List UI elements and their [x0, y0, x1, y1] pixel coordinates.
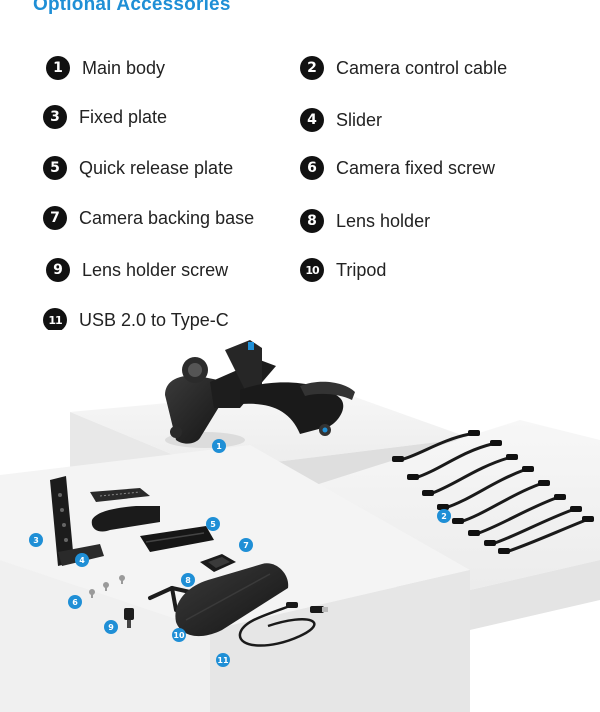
usb-cable [238, 602, 328, 647]
number-badge: 4 [300, 108, 324, 132]
tripod [175, 563, 289, 637]
list-item: 1 Main body [46, 54, 165, 82]
lens-holder-screw [124, 608, 134, 628]
number-badge: 8 [300, 209, 324, 233]
list-item: 4 Slider [300, 106, 382, 134]
camera-control-cables [398, 432, 588, 554]
callout-badge: 9 [104, 620, 118, 634]
item-label: Camera backing base [79, 207, 255, 228]
item-label: Lens holder screw [82, 259, 229, 280]
accessory-list: 1 Main body 2 Camera control cable 3 Fix… [0, 0, 600, 340]
product-illustration [0, 330, 600, 712]
cable-connectors [392, 430, 594, 554]
number-badge: 11 [43, 308, 67, 332]
camera-fixed-screws [89, 575, 125, 598]
item-label: Camera fixed screw [336, 157, 496, 178]
number-badge: 2 [300, 56, 324, 80]
item-label: Quick release plate [79, 157, 234, 178]
gimbal-main-body [165, 340, 355, 448]
lens-holder [148, 586, 192, 612]
number-badge: 1 [46, 56, 70, 80]
parts-pedestal-front [210, 570, 470, 712]
item-label: Fixed plate [79, 106, 168, 127]
number-badge: 9 [46, 258, 70, 282]
callout-badge: 7 [239, 538, 253, 552]
item-label: Tripod [336, 259, 387, 280]
list-item: 7 Camera backing base [43, 204, 254, 232]
camera-backing-base [200, 554, 236, 572]
slider [91, 506, 160, 532]
callout-badge: 8 [181, 573, 195, 587]
product-photo: 1 2 3 4 5 6 7 8 9 10 11 [0, 330, 600, 712]
list-item: 9 Lens holder screw [46, 256, 228, 284]
slider-bar [90, 488, 150, 502]
number-badge: 3 [43, 105, 67, 129]
list-item: 5 Quick release plate [43, 154, 233, 182]
item-label: USB 2.0 to Type-C [79, 309, 229, 330]
quick-release-plate [140, 526, 214, 552]
callout-badge: 2 [437, 509, 451, 523]
item-label: Main body [82, 57, 166, 78]
callout-badge: 10 [172, 628, 186, 642]
list-item: 8 Lens holder [300, 207, 430, 235]
callout-badge: 3 [29, 533, 43, 547]
cable-pedestal-side [470, 560, 600, 630]
parts-pedestal-side [0, 560, 210, 712]
list-item: 2 Camera control cable [300, 54, 507, 82]
list-item: 10 Tripod [300, 256, 386, 284]
list-item: 3 Fixed plate [43, 103, 167, 131]
callout-badge: 1 [212, 439, 226, 453]
callout-badge: 5 [206, 517, 220, 531]
number-badge: 6 [300, 156, 324, 180]
item-label: Slider [336, 109, 383, 130]
item-label: Camera control cable [336, 57, 508, 78]
list-item: 6 Camera fixed screw [300, 154, 495, 182]
page-title: Optional Accessories [33, 0, 231, 15]
callout-badge: 11 [216, 653, 230, 667]
callout-badge: 4 [75, 553, 89, 567]
callout-badge: 6 [68, 595, 82, 609]
list-item: 11 USB 2.0 to Type-C [43, 306, 229, 334]
number-badge: 5 [43, 156, 67, 180]
number-badge: 7 [43, 206, 67, 230]
item-label: Lens holder [336, 210, 431, 231]
number-badge: 10 [300, 258, 324, 282]
